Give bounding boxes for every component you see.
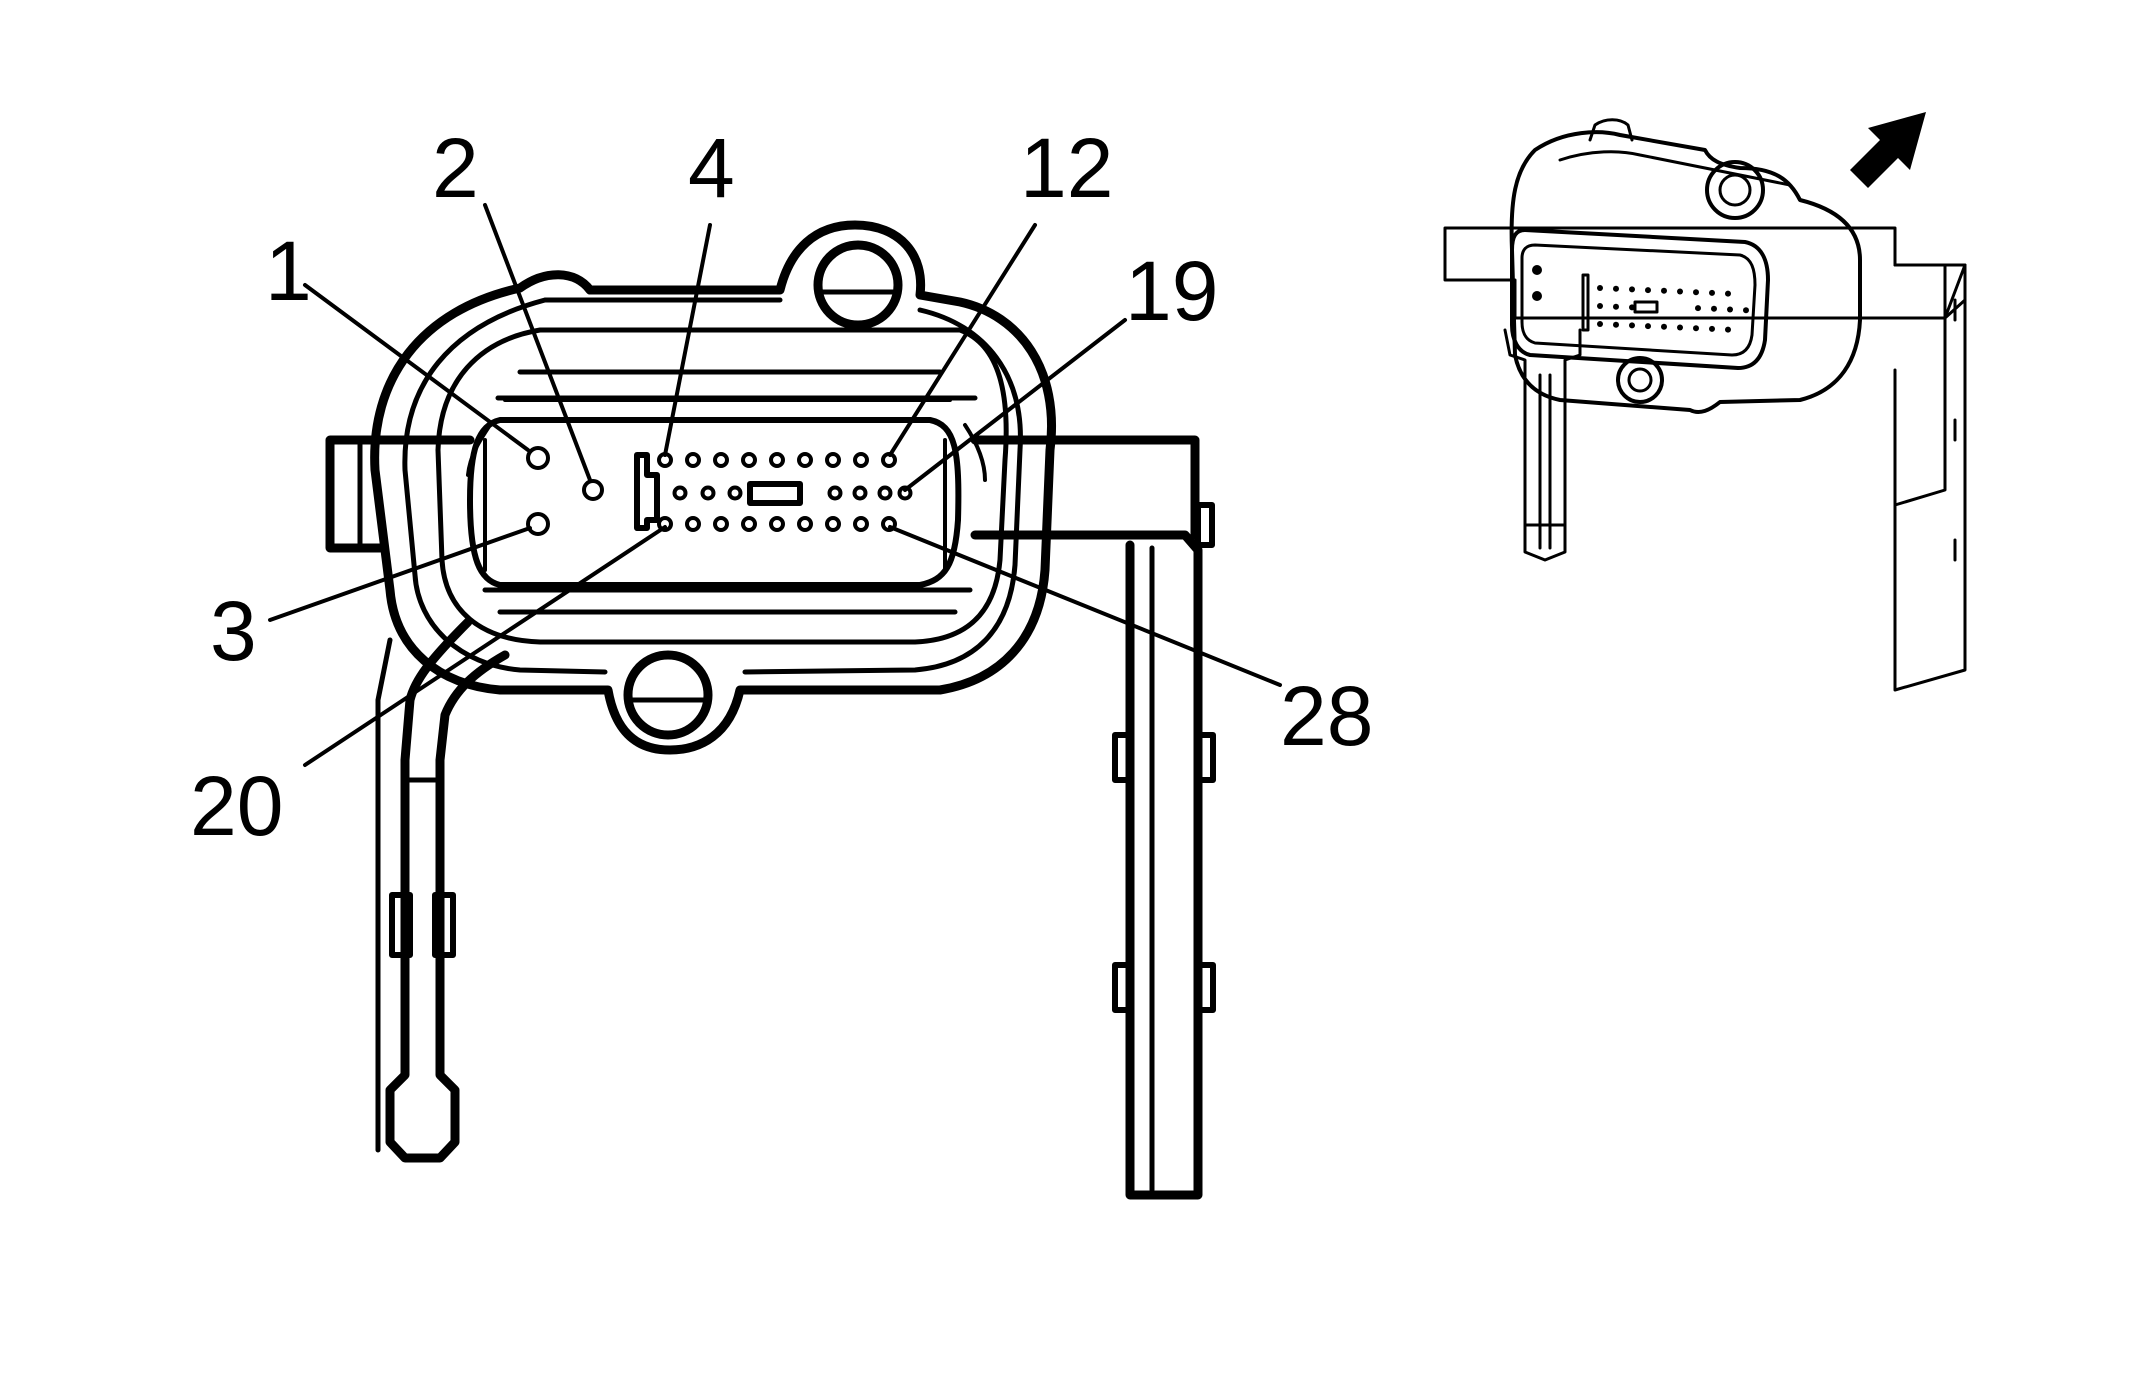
pin-cavity [672,485,688,501]
inset-pin [1629,304,1635,311]
pin-field [526,446,913,536]
pin-cavity [827,485,843,501]
connector-housing [370,220,1056,755]
connector-key [634,452,660,531]
inset-pin [1677,288,1683,295]
pin-cavity [741,452,757,468]
inset-pin [1629,286,1635,293]
callout-label-1: 1 [265,224,312,318]
inset-pin [1661,287,1667,294]
callout-label-3: 3 [210,584,257,678]
inset-pin [1613,321,1619,328]
inset-pin [1727,306,1733,313]
inset-pin [1725,326,1731,333]
callout-leaders [268,203,1282,767]
inset-pin [1661,323,1667,330]
leader-4 [663,223,712,457]
leader-3 [268,526,532,622]
callout-labels: 1 2 3 4 12 19 20 28 [190,121,1373,853]
pin-cavity [582,479,604,501]
callout-label-4: 4 [688,121,735,215]
inset-pin [1725,290,1731,297]
pin-cavity [685,452,701,468]
pin-cavity [526,446,550,470]
pin-cavity [685,516,701,532]
connector-face [467,417,962,588]
inset-pin [1645,287,1651,294]
center-latch-slot [747,481,803,506]
pin-cavity [877,485,893,501]
top-mounting-ear [813,240,903,330]
bottom-mounting-ear [623,650,713,740]
pin-cavity [853,516,869,532]
inset-installed-view [1443,112,1967,692]
leader-1 [303,283,530,452]
inset-pin-field [1597,285,1749,333]
inset-pin [1645,323,1651,330]
callout-label-19: 19 [1125,244,1218,338]
inset-pin [1597,321,1603,327]
inset-pin [1693,325,1699,332]
pin-cavity [713,516,729,532]
arrow-up-right-icon [1850,112,1926,188]
inset-pin [1613,303,1619,310]
callout-label-28: 28 [1280,669,1373,763]
inset-pin [1613,285,1619,292]
leader-2 [483,203,592,482]
inset-pin [1711,305,1717,312]
connector-main-view [325,220,1216,1200]
leader-19 [903,318,1127,492]
inset-pin [1597,303,1603,309]
pin-cavity [797,516,813,532]
pin-cavity [713,452,729,468]
callout-label-20: 20 [190,759,283,853]
inset-pin [1743,307,1749,314]
inset-pin [1597,285,1603,291]
pin-cavity [797,452,813,468]
inset-pin [1709,289,1715,296]
leader-28 [888,525,1282,687]
callout-label-12: 12 [1020,121,1113,215]
cross-bar [325,435,1200,553]
callout-label-2: 2 [432,121,479,215]
leader-12 [888,223,1037,457]
pin-cavity [741,516,757,532]
pin-cavity [853,452,869,468]
inset-pin [1677,324,1683,331]
leader-20 [303,525,667,767]
inset-pin [1629,322,1635,329]
inset-pin [1693,289,1699,296]
pin-cavity [700,485,716,501]
pin-cavity [825,516,841,532]
pin-cavity [825,452,841,468]
pin-cavity [769,452,785,468]
inset-pin [1709,325,1715,332]
pin-cavity [769,516,785,532]
right-bracket-leg [1060,502,1216,1200]
pin-cavity [727,485,743,501]
inset-pin [1695,305,1701,312]
pin-cavity [526,512,550,536]
pin-cavity [852,485,868,501]
